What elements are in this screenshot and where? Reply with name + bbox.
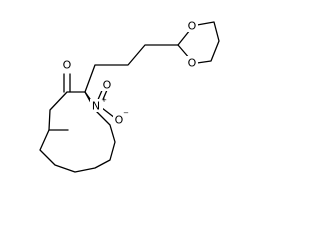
dioxolane-oxygen-top-label: O [188,20,197,33]
n-o-single-bond [101,107,116,119]
acetal-top-bond [177,29,191,46]
nitro-oxygen-top-label: O [103,79,112,92]
chain-bonds [84,44,179,93]
ring-bonds [39,91,116,173]
nitrogen-plus-charge: + [101,96,107,104]
dioxolane-oxygen-bottom-label: O [188,57,197,70]
dioxolane-ring: O O [177,19,220,70]
cyclododecane-ring [39,91,116,173]
nitro-nitrogen-label: N [92,100,100,113]
ketone-oxygen-label: O [63,59,72,72]
nitro-group: N + O O − [84,78,129,127]
alkyl-chain [84,44,179,93]
oxygen-minus-charge: − [123,109,129,117]
structure-diagram: O N + O O − O [39,19,220,173]
dioxolane-backbone [196,21,220,64]
nitro-oxygen-bottom-label: O [115,114,124,127]
ketone-group: O [61,58,73,93]
molecule-drawing: O N + O O − O [39,19,220,173]
